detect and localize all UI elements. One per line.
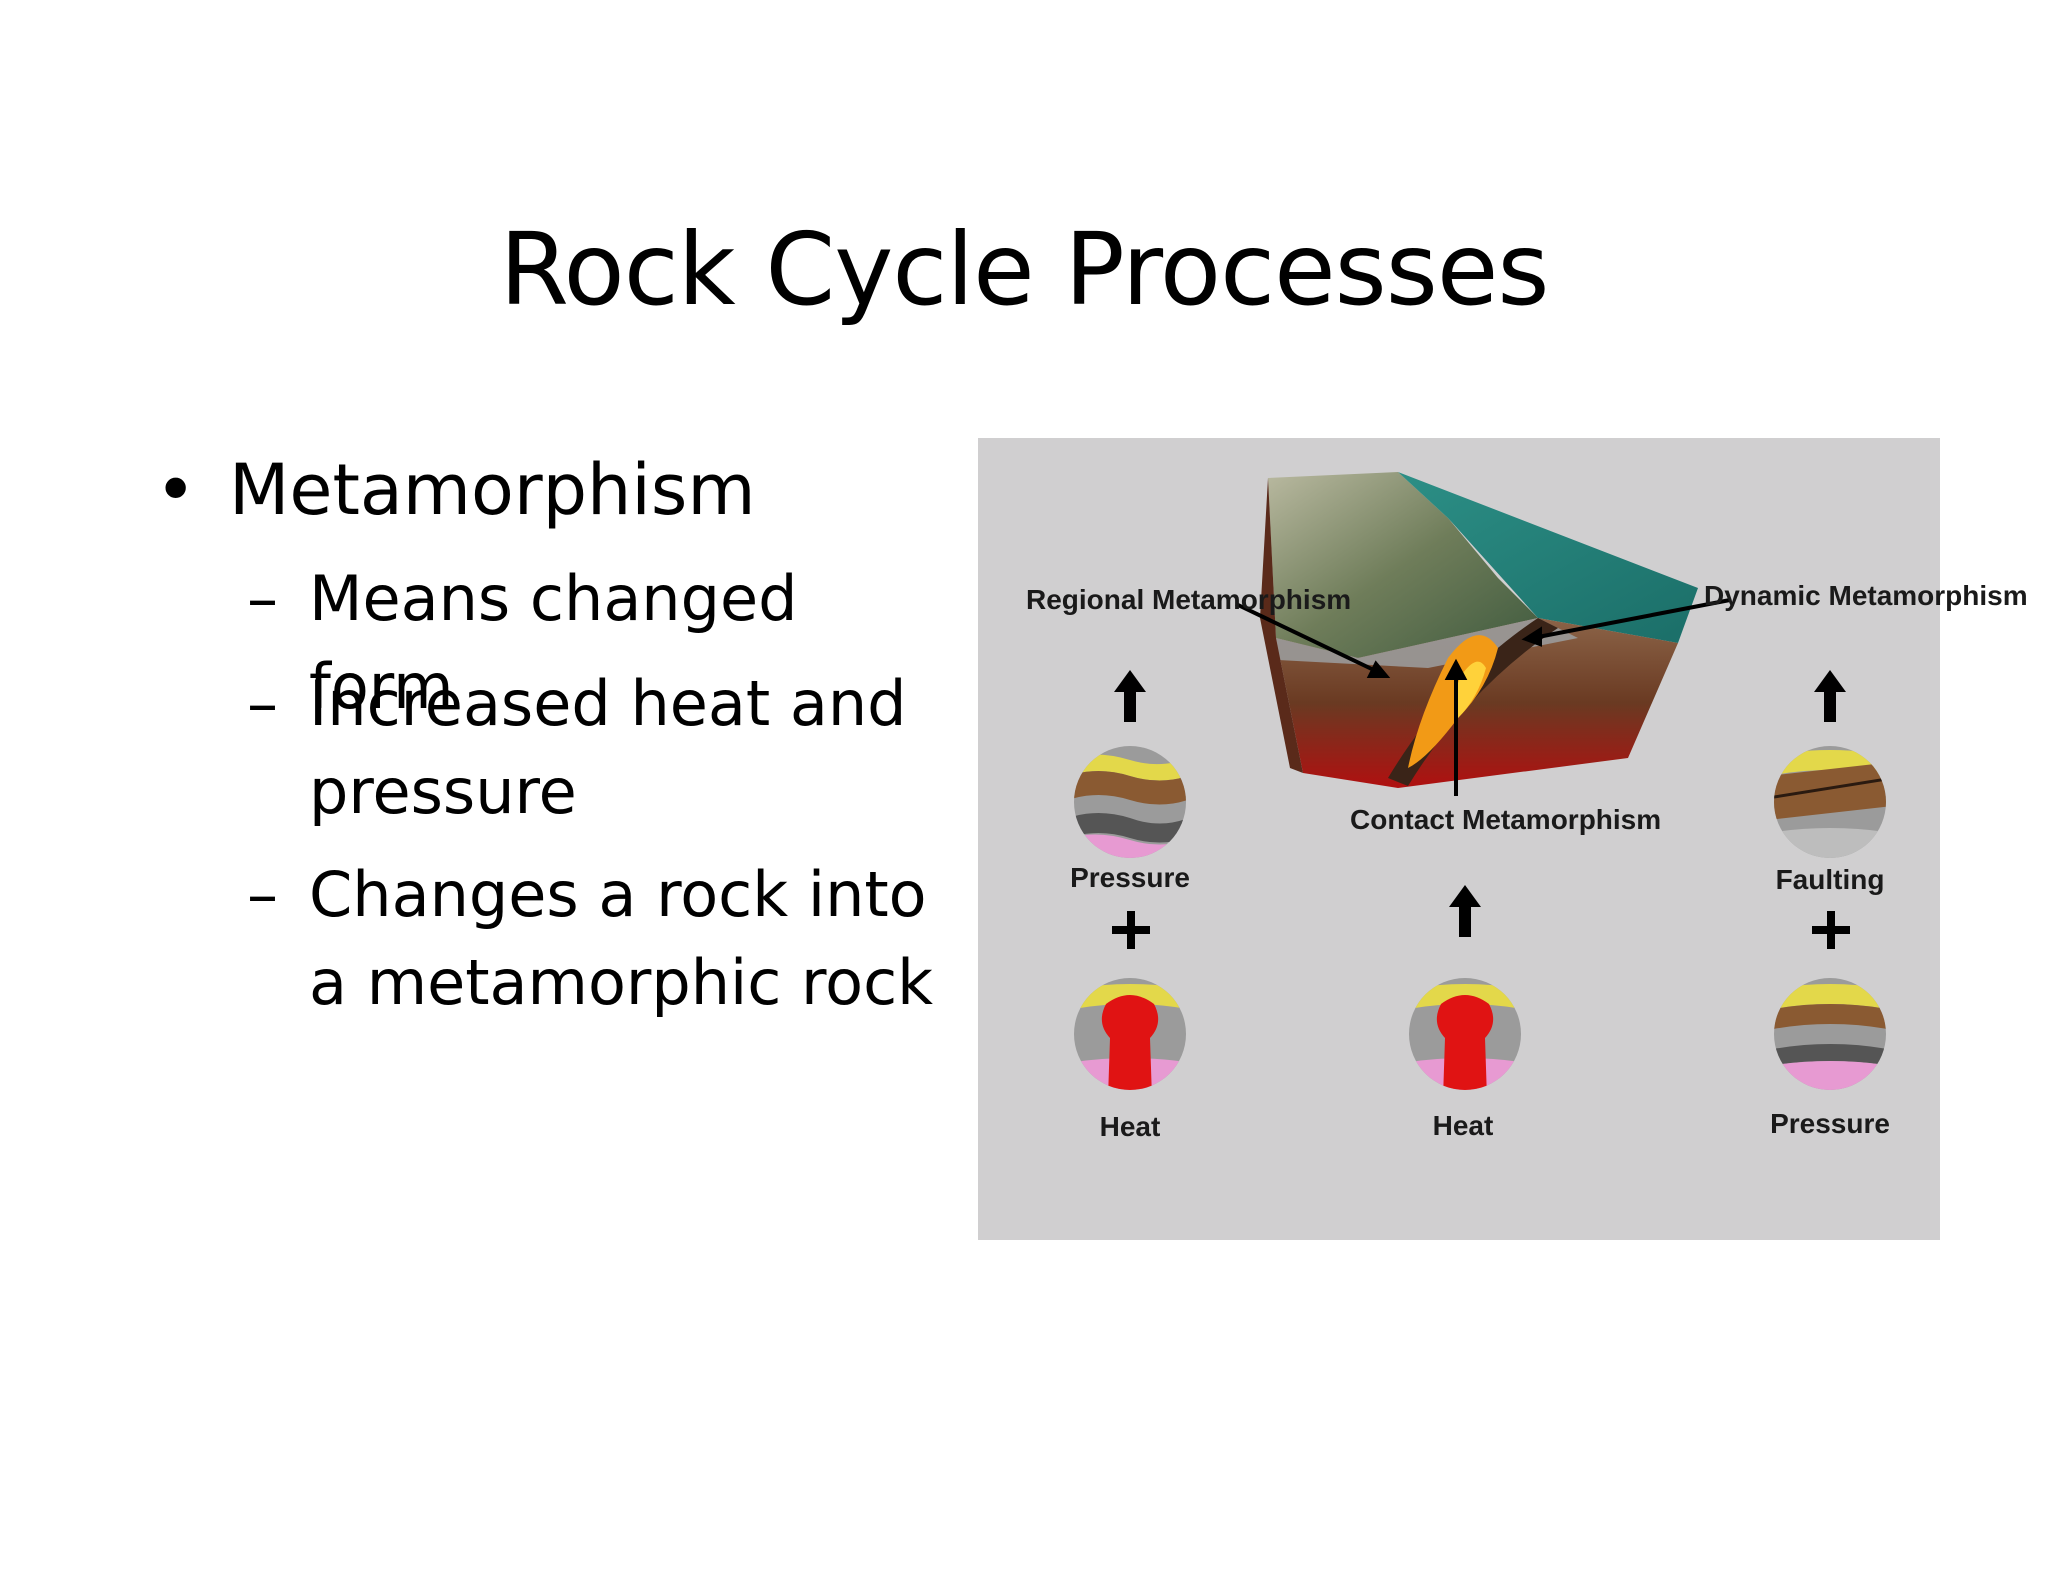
right-pressure-label: Pressure bbox=[1770, 1108, 1890, 1139]
faulting-rock-icon bbox=[1774, 746, 1886, 858]
pressure-rock-icon bbox=[1774, 978, 1886, 1090]
regional-pointer-line bbox=[1235, 602, 1379, 674]
mountain-surface bbox=[1268, 472, 1538, 658]
sub-point-text: Means changed form bbox=[309, 562, 798, 723]
bullet-dot: • bbox=[155, 449, 197, 531]
up-arrow-icon bbox=[1814, 670, 1846, 722]
sub-point-text: Changes a rock into a metamorphic rock bbox=[309, 858, 934, 1019]
up-arrow-icon bbox=[1114, 670, 1146, 722]
metamorphism-figure: Regional Metamorphism Dynamic Metamorphi… bbox=[978, 438, 2028, 1240]
right-faulting-label: Faulting bbox=[1775, 864, 1885, 895]
contact-metamorphism-label: Contact Metamorphism bbox=[1350, 804, 1662, 835]
pressure-rock-icon bbox=[1074, 746, 1186, 858]
center-heat-label: Heat bbox=[1432, 1110, 1494, 1141]
sub-bullet-dash: – bbox=[247, 858, 278, 931]
sub-bullet-dash: – bbox=[247, 562, 278, 635]
heat-rock-icon bbox=[1409, 978, 1521, 1090]
metamorphism-illustration bbox=[1074, 472, 1886, 1090]
left-heat-label: Heat bbox=[1099, 1111, 1161, 1142]
dynamic-pointer-line bbox=[1537, 598, 1731, 639]
sub-point-text: Increased heat and pressure bbox=[309, 667, 907, 828]
heat-rock-icon bbox=[1074, 978, 1186, 1090]
plus-icon bbox=[1112, 911, 1150, 949]
ocean-surface bbox=[1398, 472, 1698, 643]
up-arrow-icon bbox=[1449, 885, 1481, 937]
dynamic-metamorphism-label: Dynamic Metamorphism bbox=[1704, 580, 2028, 611]
main-point-text: Metamorphism bbox=[229, 449, 756, 531]
sub-bullet-dash: – bbox=[247, 667, 278, 740]
plus-icon bbox=[1812, 911, 1850, 949]
slide-title: Rock Cycle Processes bbox=[499, 211, 1550, 328]
left-pressure-label: Pressure bbox=[1070, 862, 1190, 893]
regional-metamorphism-label: Regional Metamorphism bbox=[1026, 584, 1352, 615]
block-diagram bbox=[1260, 472, 1698, 788]
